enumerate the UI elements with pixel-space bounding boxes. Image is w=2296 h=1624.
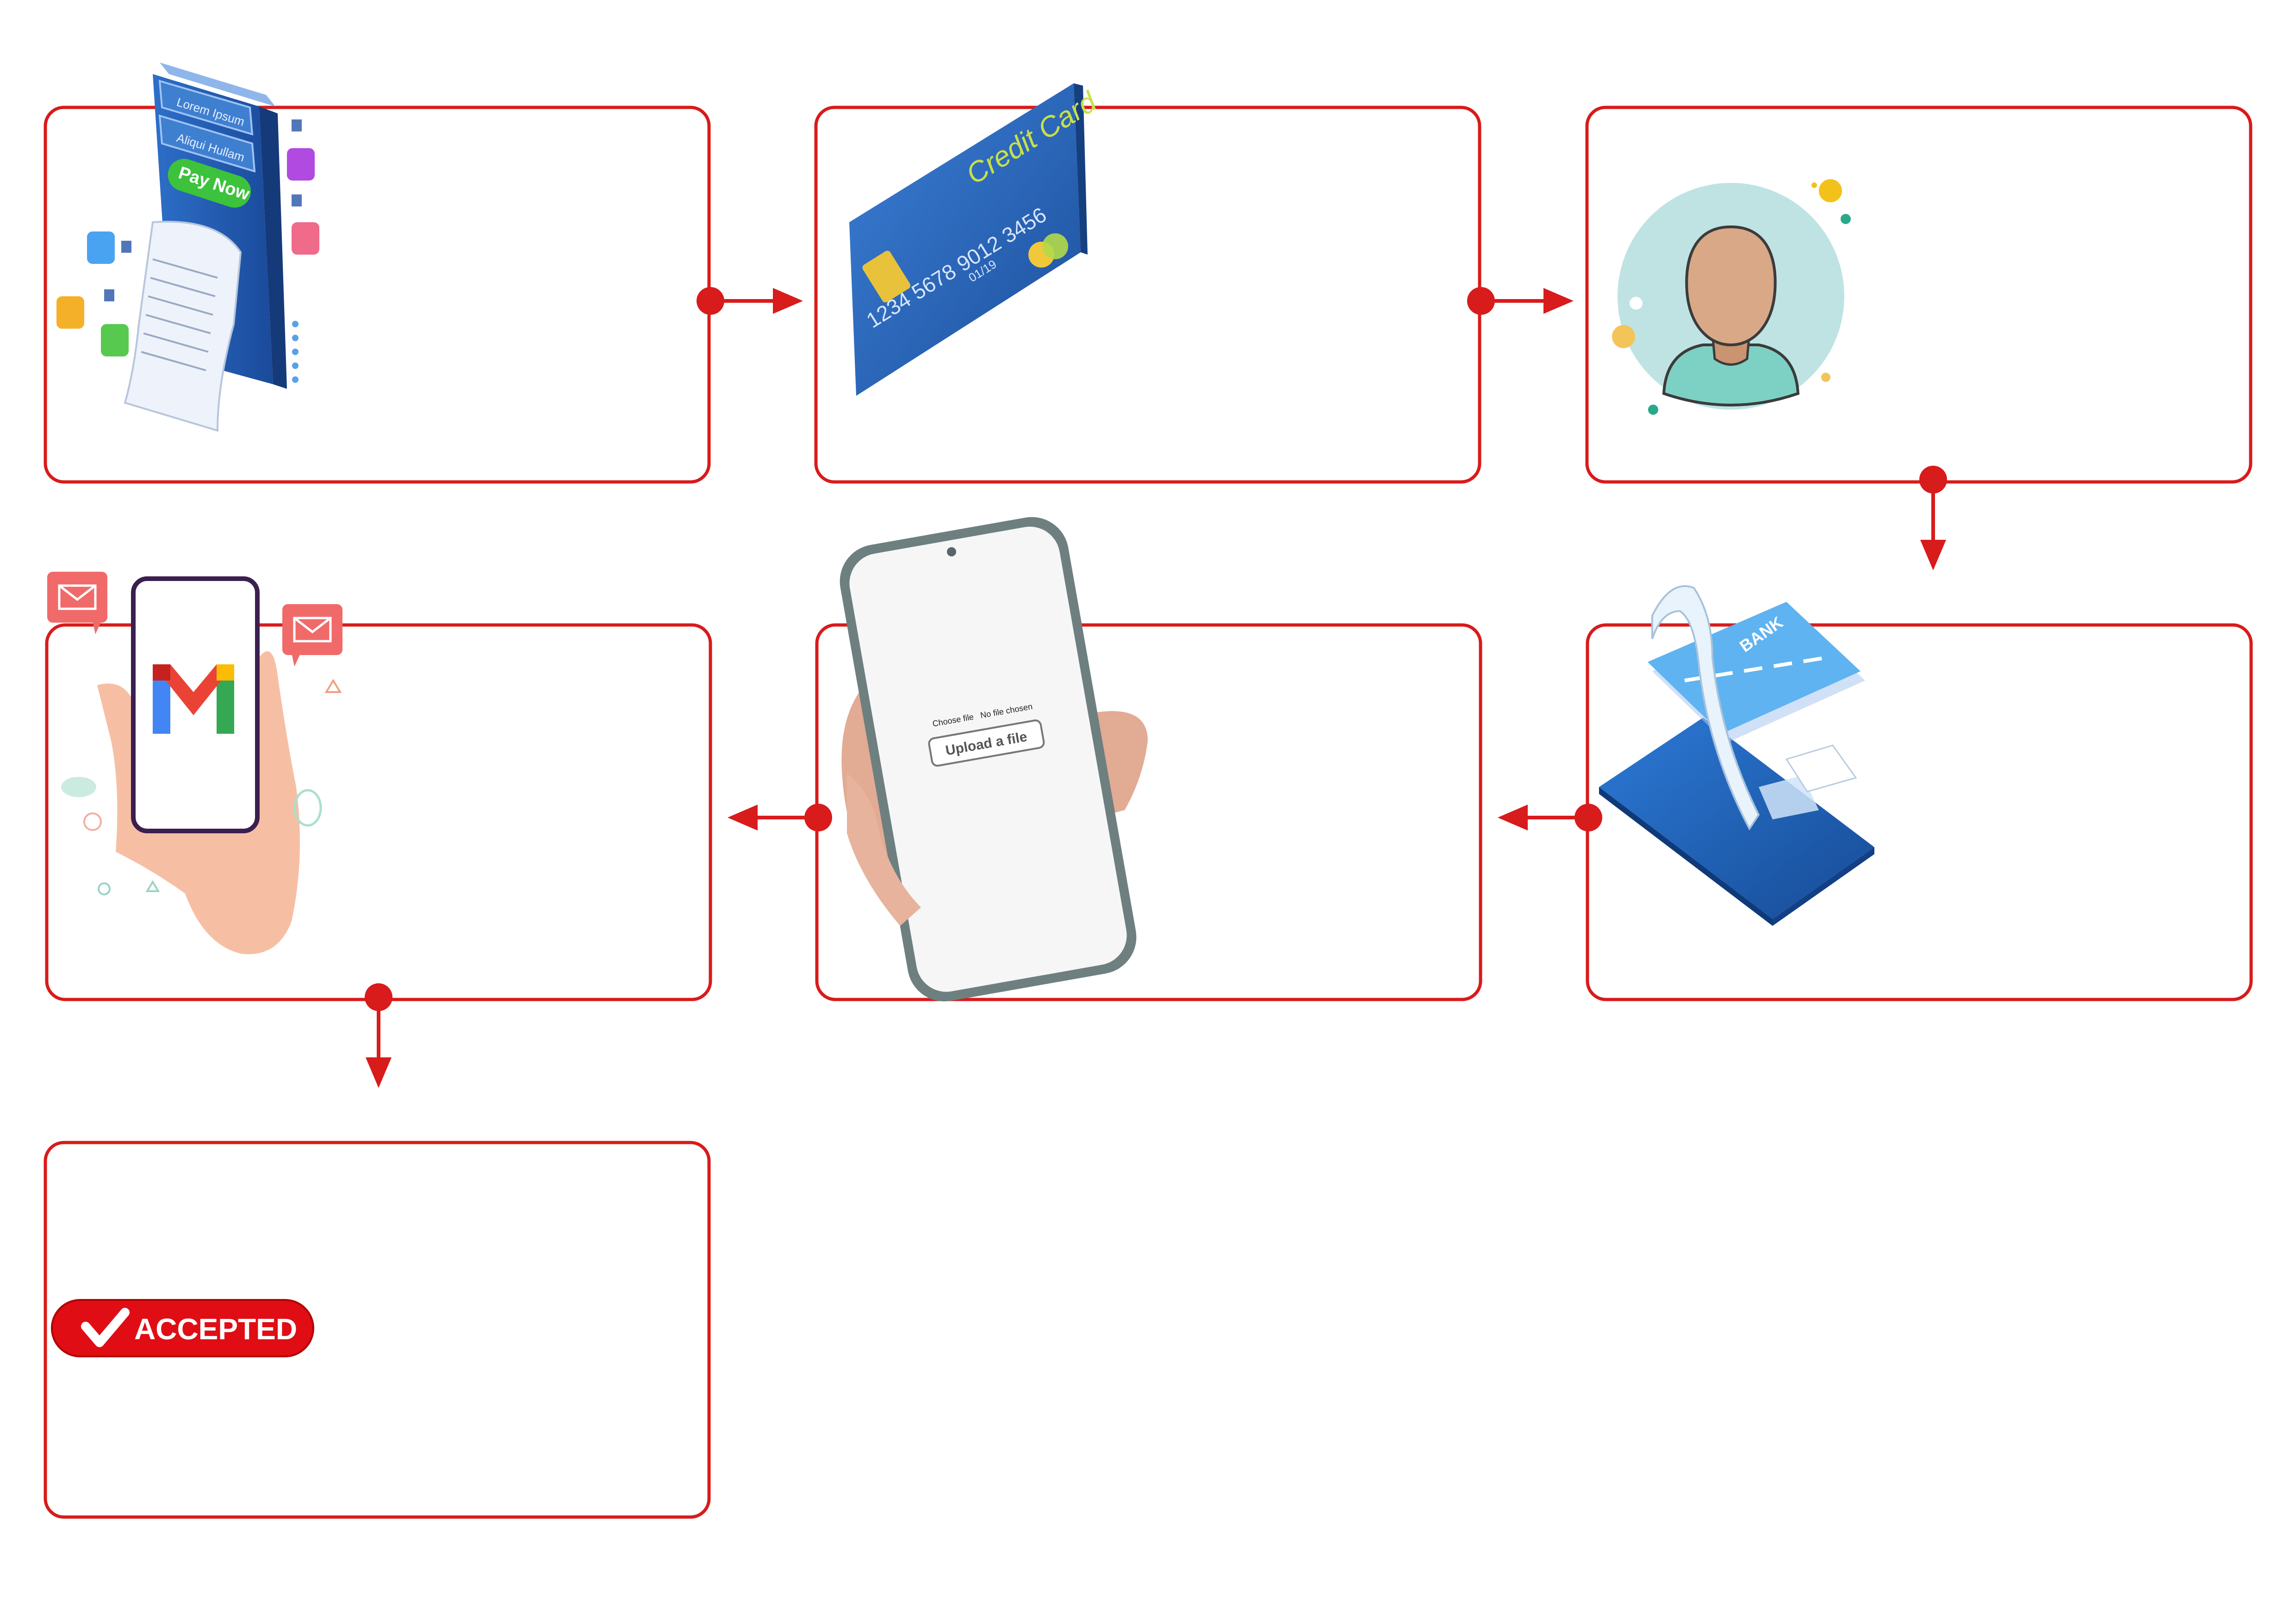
mobile-payment-receipt-icon: Lorem Ipsum Aliqui Hullam Pay Now (56, 62, 319, 432)
phone-upload-icon: Choose file No file chosen Upload a file (840, 517, 1148, 1002)
bank-card-receipt-icon: BANK (1599, 585, 1874, 926)
connector-2-to-3 (1467, 287, 1574, 315)
connector-3-to-4 (1919, 466, 1947, 570)
accepted-label: ACCEPTED (134, 1312, 297, 1346)
connector-1-to-2 (697, 287, 803, 315)
connector-4-to-5 (1498, 804, 1602, 831)
step-box-7 (44, 1141, 711, 1519)
connector-6-to-7 (365, 983, 392, 1088)
user-avatar-icon (1612, 179, 1851, 415)
gmail-phone-icon (47, 572, 342, 955)
accepted-badge-icon: ACCEPTED (51, 1299, 314, 1357)
connector-5-to-6 (728, 804, 832, 831)
gmail-logo (153, 664, 234, 734)
